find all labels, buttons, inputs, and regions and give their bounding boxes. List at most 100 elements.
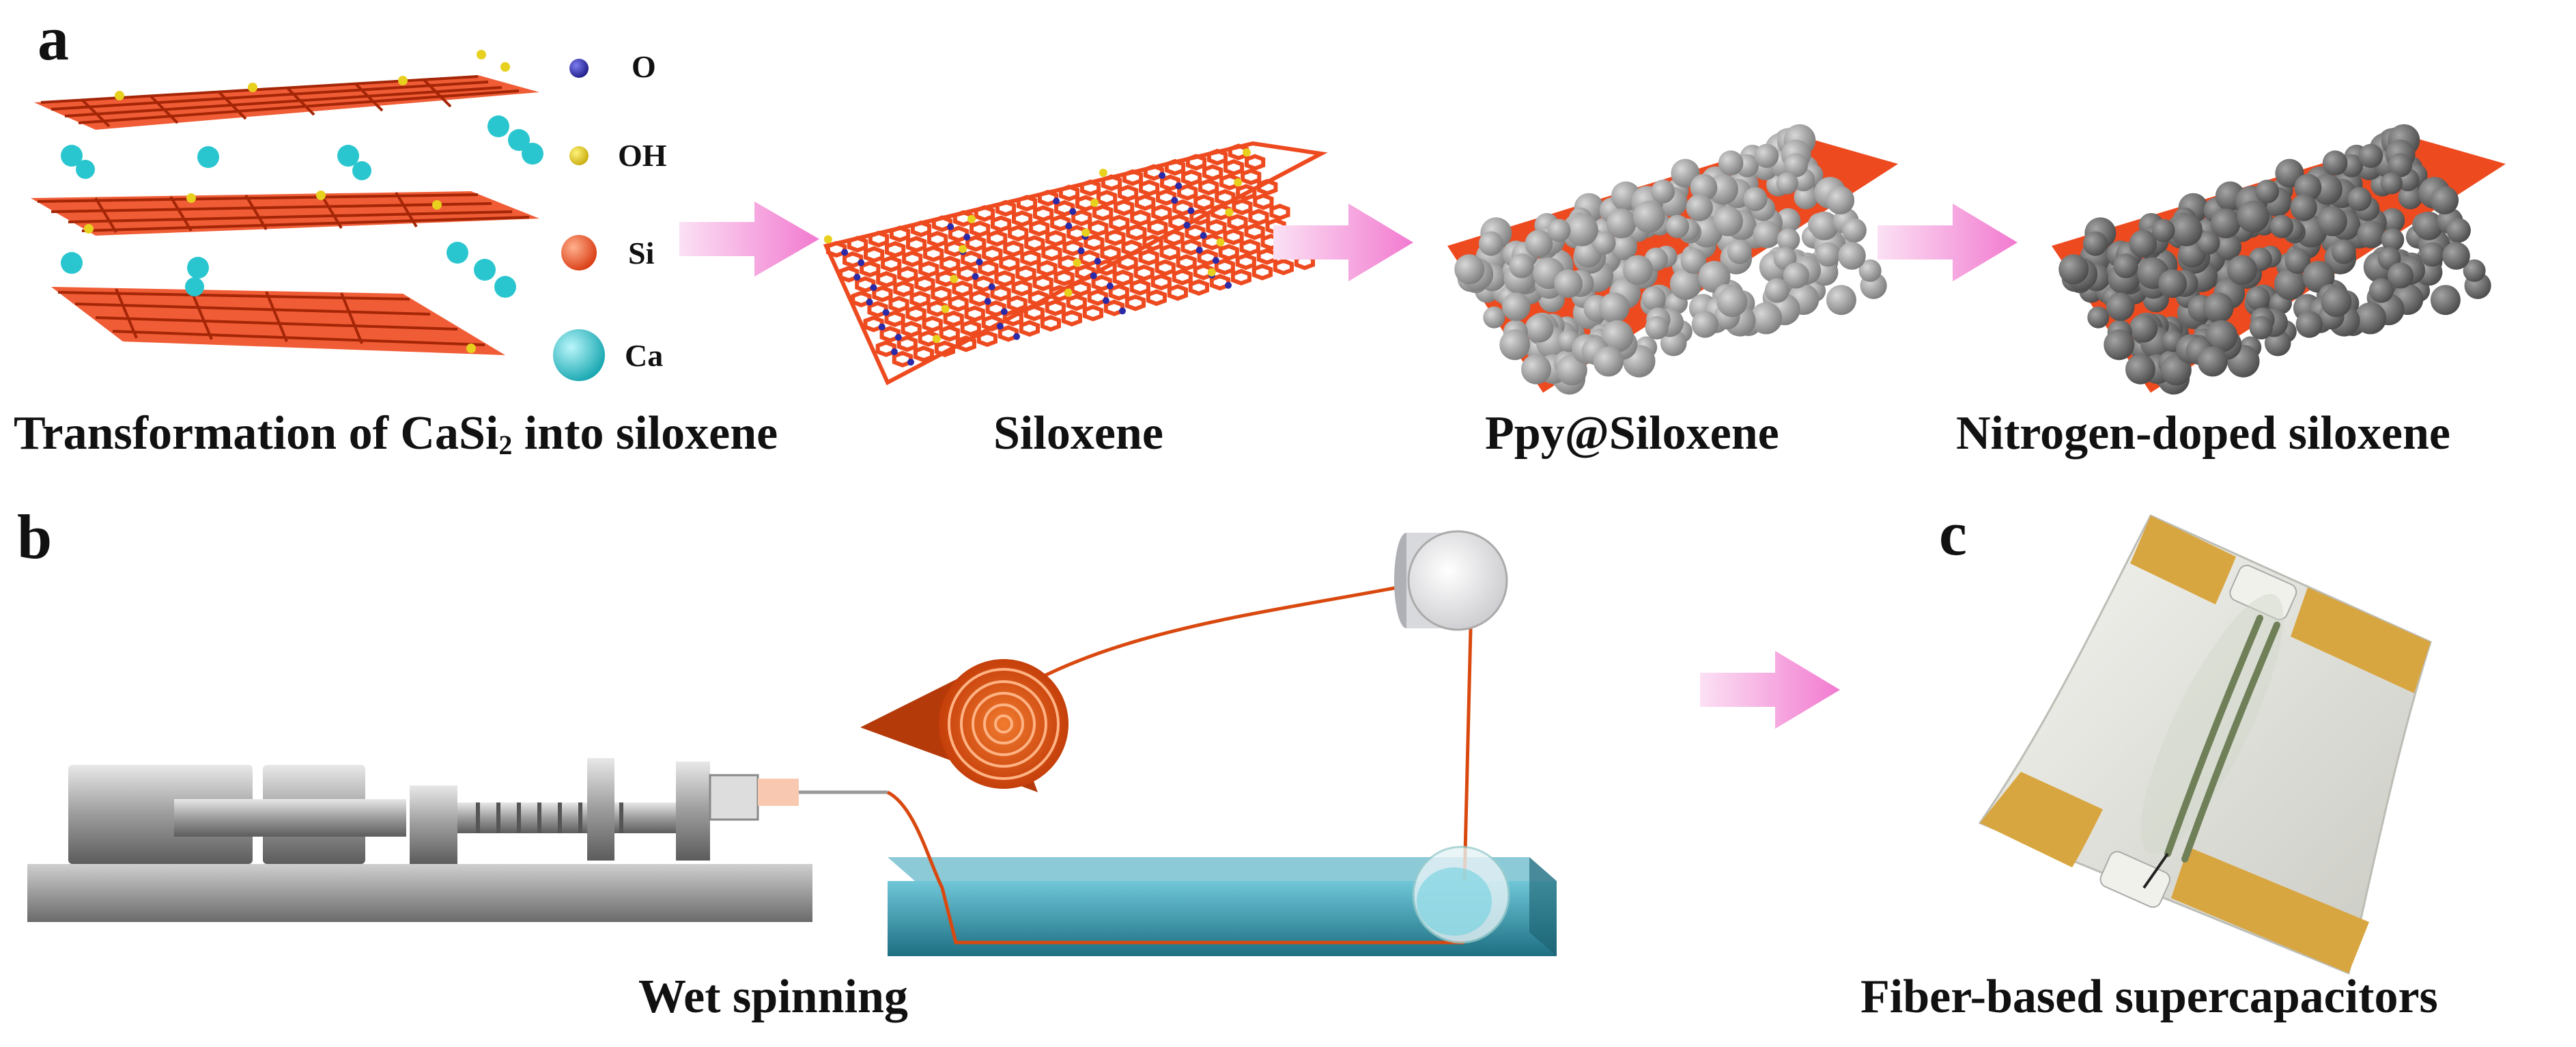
- polymer-particle: [2170, 213, 2203, 247]
- syringe-barrel: [758, 779, 799, 806]
- oxygen-atom: [1183, 221, 1191, 229]
- polymer-particle: [2380, 172, 2403, 195]
- polymer-particle: [2414, 211, 2444, 240]
- polymer-particle: [1554, 269, 1583, 298]
- polymer-particle: [2197, 346, 2228, 377]
- oxygen-atom: [1200, 232, 1207, 239]
- polymer-particle: [1547, 219, 1571, 242]
- polymer-particle: [1716, 286, 1748, 318]
- oxygen-atom: [976, 258, 983, 266]
- legend-label-ca: Ca: [625, 338, 664, 373]
- hydroxyl-atom: [1234, 178, 1243, 187]
- oxygen-atom: [1053, 197, 1060, 205]
- oxygen-atom: [947, 223, 954, 230]
- polymer-particle: [1691, 311, 1718, 338]
- polymer-particle: [2357, 221, 2386, 249]
- polymer-particle: [1566, 213, 1598, 247]
- polymer-particle: [1753, 221, 1781, 249]
- pump-base: [27, 864, 812, 922]
- polymer-particle: [1483, 306, 1505, 329]
- hydroxyl-atom: [950, 275, 959, 283]
- hydroxyl-atom: [1090, 198, 1099, 207]
- polymer-particle: [1478, 231, 1503, 256]
- syringe-pump: [27, 758, 888, 922]
- polymer-particle: [2463, 259, 2486, 282]
- polymer-particle: [1680, 248, 1707, 275]
- polymer-particle: [1610, 233, 1637, 260]
- polymer-particle: [1686, 194, 1713, 221]
- casi2-layered-structure: [31, 50, 543, 355]
- oxygen-atom: [1106, 282, 1114, 290]
- polymer-particle: [1809, 211, 1839, 240]
- silicon-layer-bottom: [51, 287, 505, 355]
- polymer-particle: [2113, 253, 2138, 279]
- gold-electrode-bottom: [1980, 772, 2369, 973]
- oxygen-atom: [890, 348, 898, 356]
- polymer-particle: [1690, 173, 1718, 201]
- polymer-particle: [2284, 248, 2311, 275]
- polymer-particle: [2205, 320, 2238, 352]
- oxygen-atom: [894, 333, 902, 341]
- hydroxyl-atom: [967, 214, 976, 223]
- polymer-particle: [2269, 214, 2294, 238]
- oxygen-atom: [1094, 257, 1101, 265]
- legend-o-swatch: [569, 59, 589, 78]
- oxygen-atom: [907, 359, 915, 366]
- polymer-particle: [2290, 194, 2317, 221]
- polymer-particle: [2381, 228, 2405, 251]
- oxygen-atom: [963, 234, 971, 241]
- polymer-particle: [2295, 311, 2323, 338]
- oxygen-atom: [1225, 281, 1232, 289]
- polymer-particle: [2160, 354, 2192, 386]
- oxygen-atom: [853, 273, 861, 281]
- hydroxyl-atom: [941, 305, 950, 313]
- polymer-particle: [2387, 262, 2414, 289]
- oxygen-atom: [1195, 247, 1203, 254]
- siloxene-honeycomb-sheet: [823, 141, 1328, 386]
- caption-ppy-siloxene: Ppy@Siloxene: [1485, 407, 1779, 460]
- polymer-particle: [1593, 346, 1624, 377]
- polymer-particle: [1826, 186, 1855, 214]
- oxygen-atom: [1069, 208, 1077, 215]
- caption-wet-spinning: Wet spinning: [638, 971, 908, 1023]
- legend-label-o: O: [632, 49, 656, 84]
- polymer-particle: [2058, 254, 2089, 285]
- caption-nitrogen-doped: Nitrogen-doped siloxene: [1956, 407, 2450, 460]
- oxygen-atom: [972, 273, 979, 280]
- polymer-particle: [2368, 278, 2394, 303]
- polymer-particle: [2430, 186, 2459, 214]
- hydroxyl-atoms: [84, 50, 510, 353]
- hydroxyl-atom: [1081, 228, 1090, 237]
- hydroxyl-atom: [1207, 268, 1216, 277]
- caption-transformation-suffix: into siloxene: [512, 407, 778, 460]
- polymer-particle: [2087, 306, 2110, 329]
- polymer-particle: [2294, 173, 2322, 201]
- polymer-particle: [2210, 208, 2241, 239]
- polymer-particle: [2430, 285, 2461, 316]
- oxygen-atom: [1013, 333, 1021, 340]
- polymer-particle: [2249, 316, 2273, 339]
- fiber-supercapacitor-device: [1978, 514, 2432, 975]
- polymer-particle: [2420, 242, 2445, 267]
- polymer-particle: [2331, 239, 2356, 264]
- silicon-layer-top: [34, 75, 539, 130]
- polymer-particle: [2446, 218, 2471, 243]
- bath-roller: [1412, 846, 1510, 944]
- polymer-particle: [2347, 186, 2372, 212]
- polymer-particle: [2246, 286, 2270, 311]
- fiber-spool: [860, 659, 1068, 792]
- polymer-particle: [1651, 180, 1675, 204]
- gold-electrode-top: [2130, 516, 2431, 693]
- oxygen-atom: [858, 259, 865, 266]
- polymer-particle: [1826, 285, 1856, 316]
- polymer-particle: [2158, 269, 2188, 298]
- polymer-particle: [1499, 329, 1531, 361]
- oxygen-atom: [1090, 272, 1097, 279]
- polymer-particle: [1764, 278, 1789, 303]
- polymer-particle: [2354, 302, 2387, 335]
- panel-letter-c: c: [1939, 499, 1967, 568]
- polymer-particle: [1669, 268, 1702, 301]
- atom-legend: [553, 59, 605, 381]
- polymer-particle: [2317, 206, 2347, 236]
- process-arrow-b-to-c: [1700, 651, 1840, 729]
